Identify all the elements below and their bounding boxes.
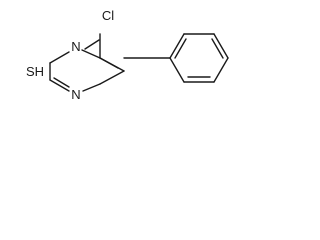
phenyl-bond-1-inner bbox=[174, 38, 187, 59]
bond-c5-c6-double bbox=[99, 57, 119, 69]
bond-n3-c4 bbox=[82, 83, 101, 92]
bond-c6-n1 bbox=[81, 49, 101, 59]
bond-c6-n1-double bbox=[84, 39, 100, 50]
atom-label-nitrogen-bottom: N bbox=[71, 87, 80, 102]
bond-c4-c5 bbox=[99, 70, 125, 85]
bond-c2-n3 bbox=[49, 79, 70, 92]
atom-label-nitrogen-top: N bbox=[71, 39, 80, 54]
phenyl-bond-3 bbox=[213, 33, 229, 59]
phenyl-bond-6 bbox=[169, 57, 185, 83]
phenyl-bond-3-inner bbox=[211, 38, 224, 59]
structure-diagram: Cl N SH N bbox=[0, 0, 260, 120]
phenyl-bond-4 bbox=[213, 57, 229, 83]
atom-label-thiol: SH bbox=[26, 64, 44, 79]
bond-c2-n3-double bbox=[53, 77, 70, 88]
atom-label-chlorine: Cl bbox=[102, 8, 114, 23]
molecule-drawing: Cl N SH N bbox=[26, 8, 229, 102]
bond-n1-c2 bbox=[49, 51, 70, 64]
phenyl-bond-1 bbox=[169, 33, 185, 59]
